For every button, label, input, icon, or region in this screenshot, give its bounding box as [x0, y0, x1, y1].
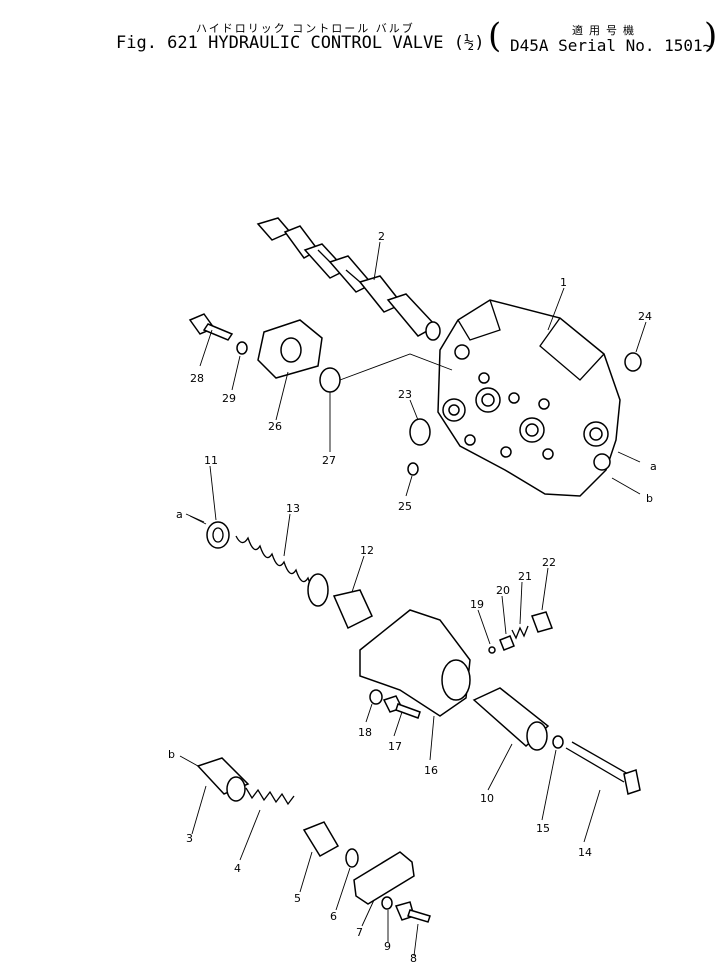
- right-paren: ): [704, 16, 718, 56]
- label-9: 9: [384, 940, 391, 953]
- o-ring-27: [319, 367, 341, 393]
- label-11: 11: [204, 454, 218, 467]
- port-label-b-right: b: [646, 492, 653, 505]
- piston-5: [302, 821, 340, 858]
- port-label-a-left: a: [176, 508, 183, 521]
- label-14: 14: [578, 846, 592, 859]
- bolt-8: [394, 901, 431, 923]
- bolt-17: [382, 695, 421, 719]
- bolt-28: [188, 313, 234, 341]
- label-24: 24: [638, 310, 652, 323]
- label-6: 6: [330, 910, 337, 923]
- japanese-applicable-label: 適用号機: [572, 24, 640, 37]
- spring-21: [511, 625, 529, 640]
- washer-15: [552, 735, 564, 749]
- label-7: 7: [356, 926, 363, 939]
- left-paren: (: [488, 16, 502, 56]
- sleeve-12: [332, 589, 373, 630]
- callout-labels: 1 2 3 4 5 6 7 8 9 10 11 12 13 14 15 16 1…: [168, 230, 657, 965]
- port-label-a-right: a: [650, 460, 657, 473]
- label-16: 16: [424, 764, 438, 777]
- label-10: 10: [480, 792, 494, 805]
- japanese-title: ハイドロリック コントロール バルブ: [196, 22, 415, 35]
- label-27: 27: [322, 454, 336, 467]
- label-4: 4: [234, 862, 241, 875]
- label-20: 20: [496, 584, 510, 597]
- label-18: 18: [358, 726, 372, 739]
- label-28: 28: [190, 372, 204, 385]
- spring-13: [235, 535, 329, 607]
- ball-19: [488, 646, 496, 654]
- label-3: 3: [186, 832, 193, 845]
- label-12: 12: [360, 544, 374, 557]
- valve-body-part: [437, 299, 621, 497]
- label-2: 2: [378, 230, 385, 243]
- spring-4: [245, 787, 295, 806]
- label-21: 21: [518, 570, 532, 583]
- label-23: 23: [398, 388, 412, 401]
- washer-29: [236, 341, 248, 355]
- label-29: 29: [222, 392, 236, 405]
- figure-title: Fig. 621 HYDRAULIC CONTROL VALVE (½): [116, 33, 485, 53]
- serial-range: D45A Serial No. 1501~: [510, 36, 713, 55]
- label-25: 25: [398, 500, 412, 513]
- label-19: 19: [470, 598, 484, 611]
- label-22: 22: [542, 556, 556, 569]
- label-17: 17: [388, 740, 402, 753]
- o-ring-24: [624, 352, 642, 372]
- bolt-14: [565, 741, 641, 795]
- housing-16: [359, 609, 471, 717]
- leader-lines: [179, 241, 647, 957]
- label-8: 8: [410, 952, 417, 965]
- port-label-b-left: b: [168, 748, 175, 761]
- label-26: 26: [268, 420, 282, 433]
- spool-part: [256, 217, 441, 341]
- washer-9: [381, 896, 393, 910]
- label-15: 15: [536, 822, 550, 835]
- o-ring-25: [407, 462, 419, 476]
- label-13: 13: [286, 502, 300, 515]
- plate-7: [353, 851, 415, 905]
- label-1: 1: [560, 276, 567, 289]
- plug-22: [531, 611, 553, 633]
- washer-18: [369, 689, 383, 705]
- plug-11: [206, 521, 230, 549]
- o-ring-23: [409, 418, 431, 446]
- o-ring-6: [345, 848, 359, 868]
- seat-20: [499, 635, 515, 651]
- label-5: 5: [294, 892, 301, 905]
